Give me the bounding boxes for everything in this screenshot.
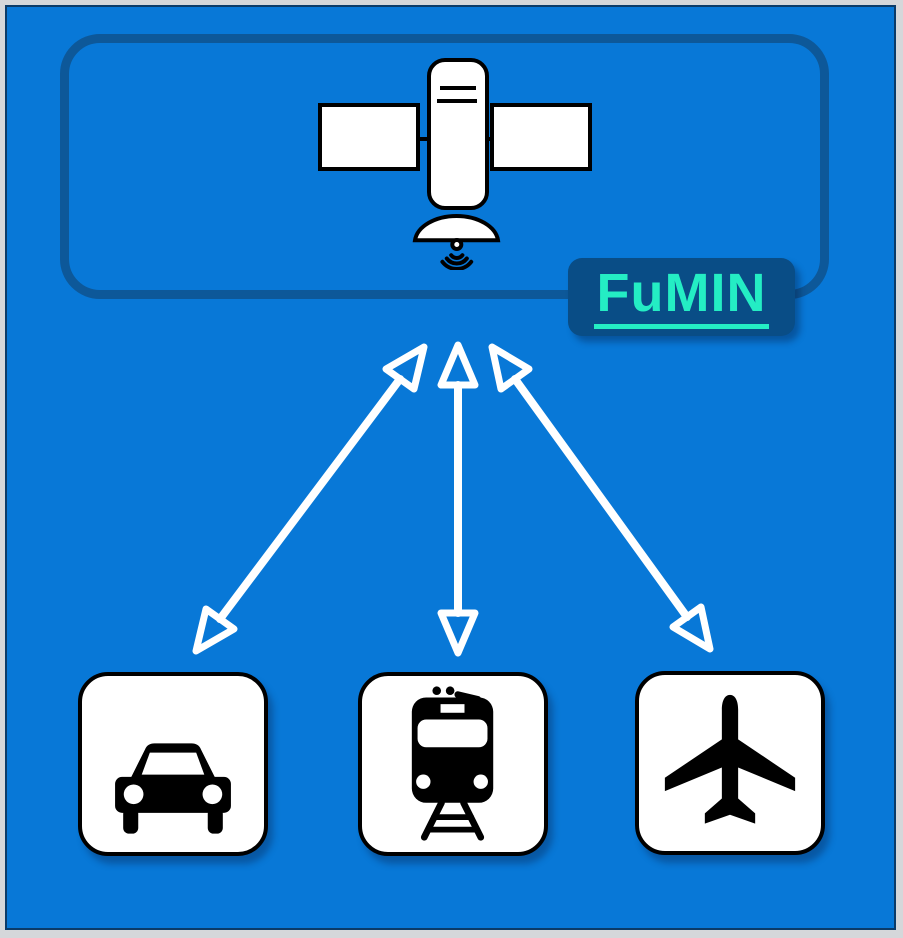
car-icon xyxy=(115,742,231,834)
fumin-label: FuMIN xyxy=(568,258,795,336)
airplane-card xyxy=(635,671,825,855)
car-card xyxy=(78,672,268,856)
satellite-dish xyxy=(412,213,501,243)
satellite-hub-box xyxy=(60,34,829,299)
train-card xyxy=(358,672,548,856)
solar-panel-right xyxy=(490,103,592,171)
fumin-label-text: FuMIN xyxy=(593,266,770,329)
solar-panel-left xyxy=(318,103,420,171)
satellite-icon-svg xyxy=(318,58,592,271)
satellite-icon xyxy=(318,55,592,271)
train-icon xyxy=(411,686,494,841)
signal-waves-icon xyxy=(440,253,474,271)
airplane-icon xyxy=(664,694,796,824)
train-tracks xyxy=(420,799,485,841)
satellite-body xyxy=(427,58,489,210)
